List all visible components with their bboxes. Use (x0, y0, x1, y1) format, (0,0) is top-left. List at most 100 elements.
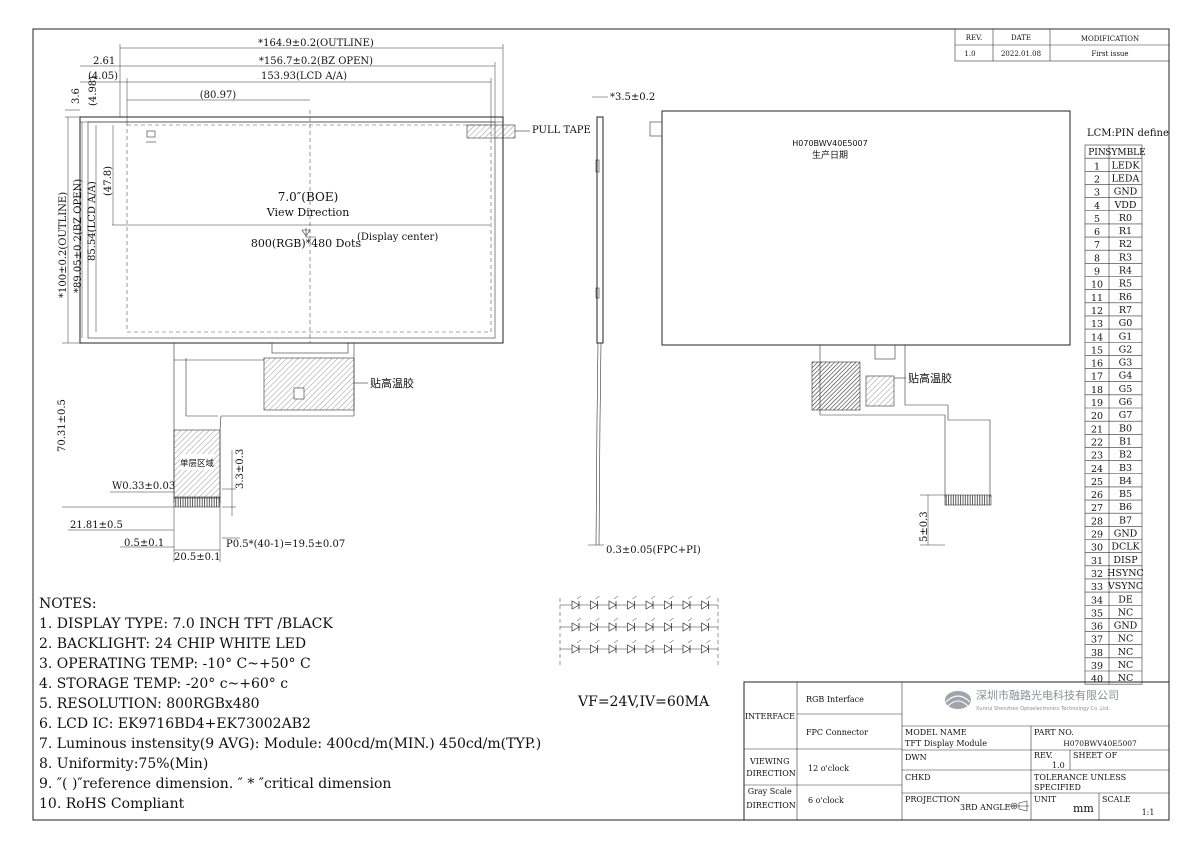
led-emission-mark (613, 617, 619, 622)
back-ic-area (811, 361, 861, 411)
pin-symbol: DE (1118, 594, 1133, 605)
unit-value: mm (1073, 802, 1094, 815)
unit-label: UNIT (1034, 795, 1057, 804)
led-emission-mark (632, 639, 637, 644)
rev-value-block: 1.0 (1052, 761, 1065, 770)
pin-symbol: GND (1114, 529, 1138, 540)
led-diode-icon (608, 600, 617, 610)
led-emission-mark (576, 595, 582, 600)
note-item: 7. Luminous instensity(9 AVG): Module: 4… (39, 736, 542, 752)
dim-4-98: (4.98) (88, 76, 99, 106)
led-emission-mark (613, 595, 619, 600)
notes-list: NOTES: 1. DISPLAY TYPE: 7.0 INCH TFT /BL… (39, 594, 541, 814)
pin-symbol: LEDA (1112, 173, 1140, 184)
pin-symbol: NC (1118, 607, 1134, 618)
note-item: 6. LCD IC: EK9716BD4+EK73002AB2 (39, 716, 311, 732)
pin-symbol: NC (1118, 673, 1134, 684)
model-name-value: TFT Display Module (905, 739, 987, 748)
led-diode-icon (701, 622, 710, 632)
led-diode-icon (571, 622, 580, 632)
led-diode-icon (682, 600, 691, 610)
pin-symbol: VSYNC (1107, 581, 1143, 592)
pin-symbol: DISP (1113, 555, 1138, 566)
pin-number: 17 (1091, 372, 1103, 383)
model-name-label: MODEL NAME (905, 728, 967, 737)
led-diode-icon (645, 600, 654, 610)
led-emission-mark (595, 595, 600, 600)
led-emission-mark (706, 617, 711, 622)
rgb-interface: RGB Interface (806, 695, 864, 704)
pin-number: 35 (1091, 608, 1103, 619)
pin-number: 33 (1091, 582, 1103, 593)
dim-5: 5±0.3 (919, 511, 930, 542)
led-emission-mark (669, 595, 674, 600)
pin-symbol: B4 (1119, 476, 1132, 487)
dim-3-3: 3.3±0.3 (235, 449, 246, 489)
tolerance-label: TOLERANCE UNLESS SPECIFIED (1034, 773, 1129, 792)
part-no-value: H070BWV40E5007 (1063, 739, 1137, 748)
revision-table: REV. DATE MODIFICATION 1.0 2022.01.08 Fi… (954, 28, 1170, 62)
note-item: 2. BACKLIGHT: 24 CHIP WHITE LED (39, 636, 307, 652)
view-direction-label: View Direction (266, 206, 350, 219)
pin-symbol: R1 (1119, 226, 1132, 237)
pin-number: 20 (1091, 411, 1103, 422)
pin-number: 27 (1091, 503, 1103, 514)
dim-4-05: (4.05) (88, 71, 118, 82)
pin-number: 22 (1091, 437, 1103, 448)
pin-symbol: R3 (1119, 252, 1132, 263)
third-angle-icon (1009, 800, 1029, 812)
pin-number: 30 (1091, 543, 1103, 554)
panel-size-label: 7.0″(BOE) (278, 190, 339, 204)
pin-symbol: VDD (1113, 200, 1136, 211)
led-emission-mark (650, 617, 656, 622)
pin-number: 5 (1094, 214, 1100, 225)
led-diode-icon (627, 600, 636, 610)
side-body (596, 116, 604, 344)
pin-symbol: R2 (1119, 239, 1132, 250)
led-spec: VF=24V,IV=60MA (577, 694, 710, 710)
pin-number: 3 (1094, 188, 1100, 199)
led-emission-mark (613, 639, 619, 644)
projection-value: 3RD ANGLE (960, 803, 1011, 812)
pin-number: 26 (1091, 490, 1103, 501)
pull-tape (466, 124, 516, 139)
notes-title: NOTES: (39, 596, 97, 612)
pin-symbol: R0 (1119, 213, 1132, 224)
led-diode-icon (590, 622, 599, 632)
pin-number: 39 (1091, 661, 1103, 672)
pin-symbol: NC (1118, 634, 1134, 645)
led-emission-mark (687, 617, 693, 622)
pin-number: 15 (1091, 345, 1103, 356)
pin-number: 28 (1091, 516, 1103, 527)
led-diode-icon (627, 622, 636, 632)
dim-pitch: P0.5*(40-1)=19.5±0.07 (226, 539, 345, 550)
back-adhesive-label: 贴高温胶 (908, 371, 952, 385)
led-emission-mark (669, 639, 674, 644)
dim-outline-width: *164.9±0.2(OUTLINE) (258, 38, 374, 49)
display-center-label: (Display center) (357, 232, 438, 243)
pin-symbol: B6 (1119, 502, 1132, 513)
pin-symbol: B2 (1119, 450, 1132, 461)
modification-header: MODIFICATION (1081, 35, 1139, 43)
symbol-header: SYMBLE (1105, 148, 1145, 158)
side-view: *3.5±0.2 0.3±0.05(FPC+PI) (588, 92, 701, 556)
led-diode-icon (664, 622, 673, 632)
pin-number: 13 (1091, 319, 1103, 330)
dim-20-5: 20.5±0.1 (174, 552, 221, 563)
led-emission-mark (632, 617, 637, 622)
pin-number: 19 (1091, 398, 1103, 409)
led-emission-mark (632, 595, 637, 600)
led-diode-icon (645, 622, 654, 632)
dim-bezel-open-height: *89.05±0.2(BZ OPEN) (73, 179, 84, 293)
pin-symbol: G5 (1119, 384, 1133, 395)
pin-number: 21 (1091, 424, 1103, 435)
led-circuit (559, 595, 719, 665)
adhesive-label: 贴高温胶 (370, 376, 414, 390)
led-emission-mark (595, 639, 600, 644)
led-diode-icon (571, 600, 580, 610)
note-item: 4. STORAGE TEMP: -20° c~+60° c (39, 676, 289, 692)
modification-value: First issue (1091, 50, 1128, 58)
led-emission-mark (650, 639, 656, 644)
pin-number: 14 (1091, 332, 1103, 343)
dim-2-61: 2.61 (93, 56, 115, 67)
